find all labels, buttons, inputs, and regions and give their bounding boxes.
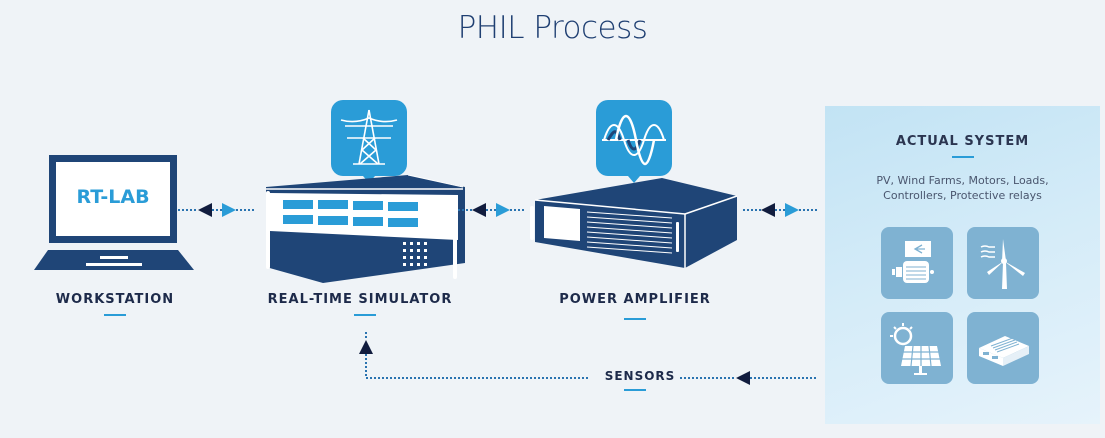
arrow-left-icon [472,203,486,217]
arrow-left-icon [761,203,775,217]
actual-system-panel: ACTUAL SYSTEM PV, Wind Farms, Motors, Lo… [825,106,1100,424]
workstation-label: WORKSTATION [55,292,175,307]
amplifier-label: POWER AMPLIFIER [559,292,711,307]
motor-tile [881,227,953,299]
controller-box-icon [979,336,1029,366]
actual-system-underline [952,156,974,158]
simulator-rack-icon [266,174,465,283]
solar-panel-icon [890,323,941,375]
bidirectional-arrow-simulator-amplifier [458,203,524,217]
rt-lab-screen-text: RT-LAB [76,186,150,208]
actual-system-description: PV, Wind Farms, Motors, Loads, Controlle… [825,173,1100,203]
sensors-feedback-path [359,332,818,385]
arrow-left-icon [736,371,750,385]
controller-box-tile [967,312,1039,384]
sensors-label: SENSORS [604,369,676,383]
amplifier-badge [596,100,672,184]
sensors-underline [624,389,646,391]
solar-panel-tile [881,312,953,384]
arrow-right-icon [496,203,510,217]
wind-turbine-tile [967,227,1039,299]
bidirectional-arrow-amplifier-actual-system [743,203,819,217]
laptop-icon [34,155,194,270]
workstation-underline [104,314,126,316]
page-title: PHIL Process [457,10,648,46]
arrow-right-icon [222,203,236,217]
actual-system-description-line-1: PV, Wind Farms, Motors, Loads, [876,174,1049,187]
simulator-underline [354,314,376,316]
amplifier-rack-icon [530,178,738,268]
actual-system-title: ACTUAL SYSTEM [895,134,1030,149]
wind-turbine-icon [980,239,1025,289]
amplifier-rack [527,170,742,270]
actual-system-description-line-2: Controllers, Protective relays [883,189,1042,202]
sine-wave-icon [596,100,672,183]
amplifier-vents [586,211,673,254]
simulator-label: REAL-TIME SIMULATOR [267,292,453,307]
simulator-badge [331,100,407,184]
arrow-left-icon [198,203,212,217]
arrow-right-icon [785,203,799,217]
amplifier-underline [624,318,646,320]
simulator-rack [258,174,468,285]
transmission-tower-icon [331,100,407,183]
workstation-node: RT-LAB [34,155,194,275]
arrow-up-icon [359,340,373,354]
motor-icon [892,241,934,283]
bidirectional-arrow-workstation-simulator [178,203,256,217]
